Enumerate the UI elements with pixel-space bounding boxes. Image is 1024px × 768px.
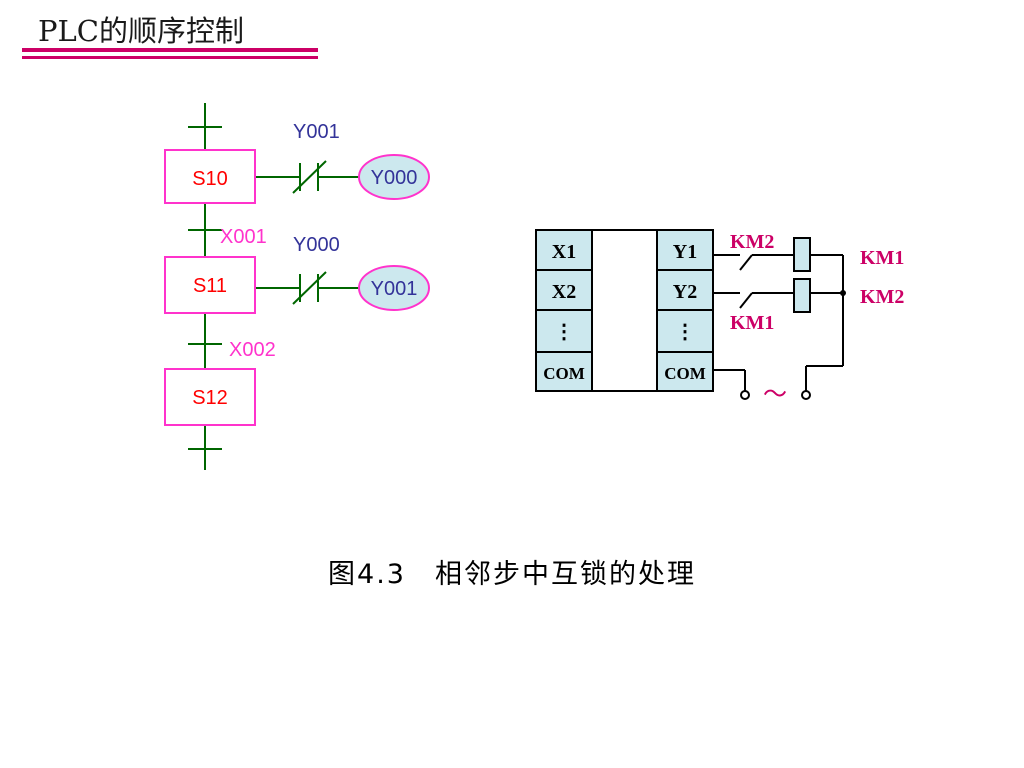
- coil-label-km1: KM1: [860, 247, 904, 269]
- nc-contact-km2-blade: [739, 254, 753, 271]
- ac-symbol: ～: [763, 382, 787, 408]
- transition-label-x001: X001: [220, 226, 267, 248]
- terminal-output-com: COM: [664, 364, 706, 383]
- step-label-s11: S11: [193, 275, 227, 297]
- step-label-s12: S12: [192, 387, 228, 409]
- supply-terminal-left: [740, 390, 750, 400]
- step-label-s10: S10: [192, 168, 228, 190]
- contact-label-km1: KM1: [730, 312, 774, 334]
- step-box-s10: [164, 149, 256, 204]
- nc-contact-km1-blade: [739, 292, 753, 309]
- contact-1-slash: [292, 160, 327, 194]
- coil-label-km2: KM2: [860, 286, 904, 308]
- coil-label-y001: Y001: [371, 278, 418, 300]
- junction-dot: [840, 290, 846, 296]
- step-box-s12: [164, 368, 256, 426]
- terminal-input-ellipsis: ⋮: [554, 321, 574, 343]
- step-box-s11: [164, 256, 256, 314]
- coil-km1: [793, 237, 811, 272]
- terminal-y1: Y1: [673, 241, 697, 263]
- plc-body: [591, 229, 658, 392]
- title-rule-thin: [22, 56, 318, 59]
- transition-label-x002: X002: [229, 339, 276, 361]
- slide-title: PLC的顺序控制: [38, 14, 244, 48]
- contact-label-km2: KM2: [730, 231, 774, 253]
- terminal-output-ellipsis: ⋮: [675, 321, 695, 343]
- supply-terminal-right: [801, 390, 811, 400]
- sfc-diagram: [188, 103, 359, 470]
- contact-2-slash: [292, 271, 327, 305]
- title-rule-thick: [22, 48, 318, 52]
- external-wiring: [713, 254, 844, 391]
- terminal-x2: X2: [552, 281, 576, 303]
- terminal-x1: X1: [552, 241, 576, 263]
- plc-module: [535, 229, 714, 392]
- coil-label-y000: Y000: [371, 167, 418, 189]
- terminal-input-com: COM: [543, 364, 585, 383]
- coil-km2: [793, 278, 811, 313]
- contact-label-y000: Y000: [293, 234, 340, 256]
- figure-caption: 图4.3 相邻步中互锁的处理: [328, 559, 696, 590]
- coil-y001: [358, 265, 430, 311]
- coil-y000: [358, 154, 430, 200]
- contact-label-y001: Y001: [293, 121, 340, 143]
- terminal-y2: Y2: [673, 281, 697, 303]
